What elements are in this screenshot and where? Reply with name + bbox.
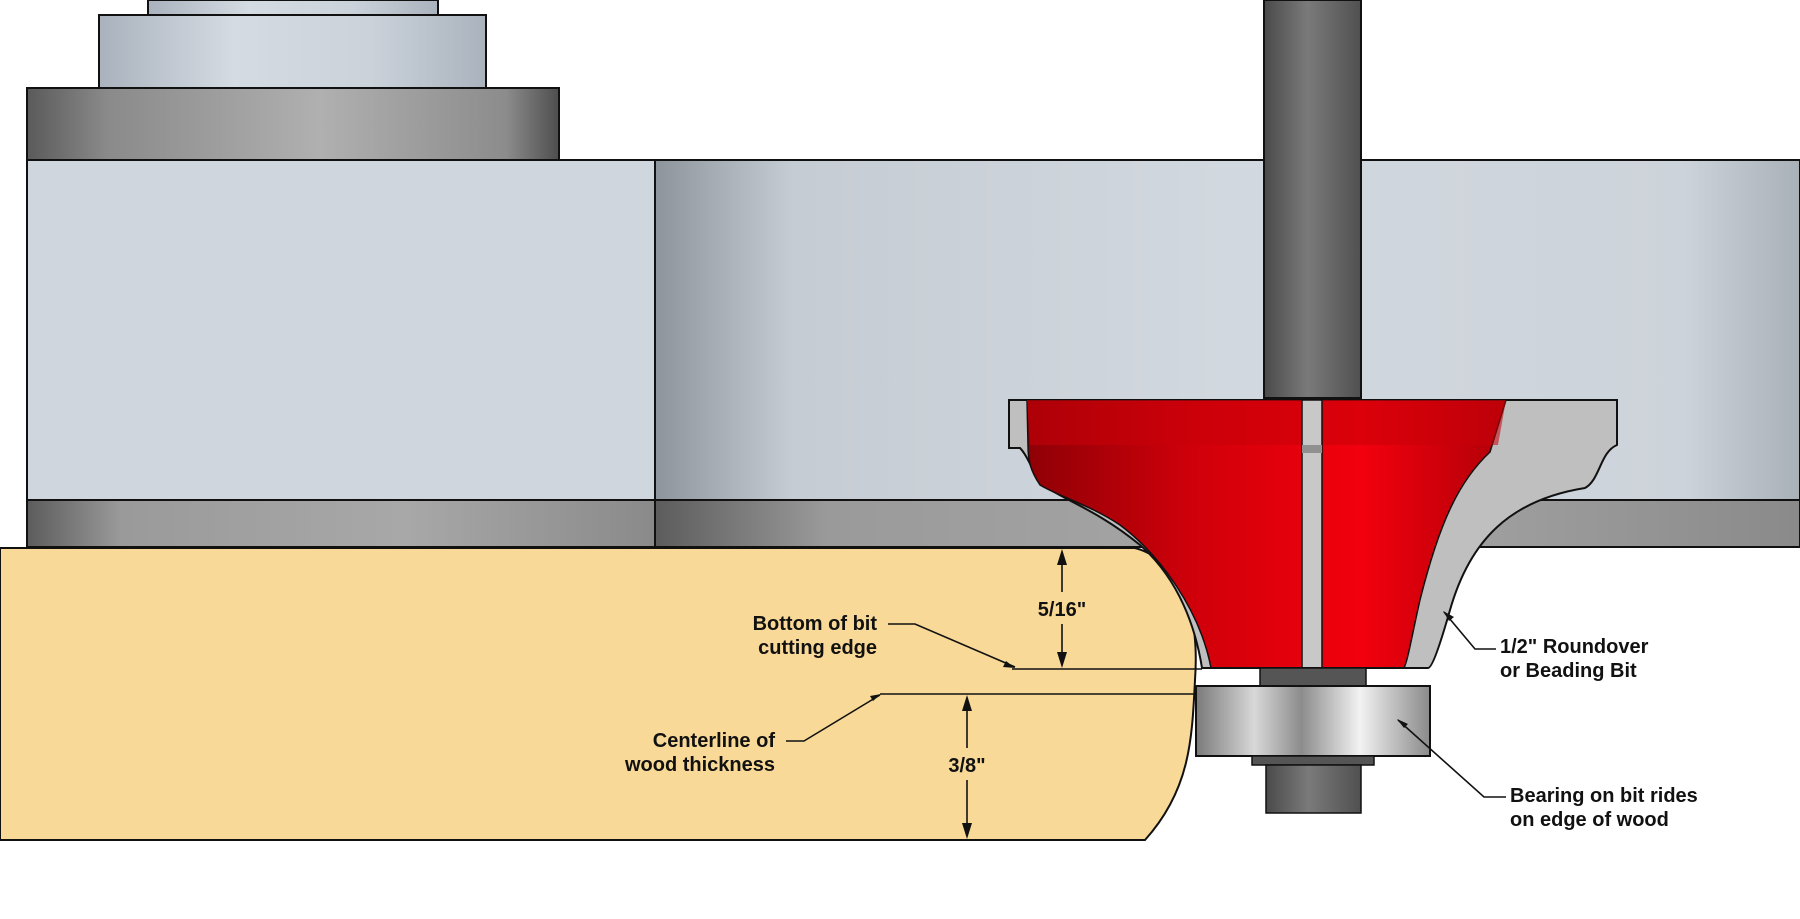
dimension-lower: 3/8": [940, 695, 994, 839]
label-centerline: Centerline of wood thickness: [624, 730, 775, 776]
label-bearing-line2: on edge of wood: [1510, 809, 1669, 831]
label-bottom-of-bit-line1: Bottom of bit: [753, 613, 878, 635]
label-bearing-line1: Bearing on bit rides: [1510, 785, 1698, 807]
leader-lines: [786, 611, 1506, 798]
bit-shank: [1263, 0, 1362, 399]
dimension-upper: 5/16": [1030, 549, 1094, 668]
label-bit-name-line2: or Beading Bit: [1500, 660, 1637, 682]
label-bottom-of-bit-line2: cutting edge: [758, 637, 877, 659]
dimension-upper-label: 5/16": [1038, 599, 1086, 621]
label-bit-name: 1/2" Roundover or Beading Bit: [1500, 636, 1649, 682]
label-centerline-line2: wood thickness: [624, 754, 775, 776]
reference-lines: [880, 668, 1202, 695]
router-collar: [98, 0, 487, 89]
label-bearing: Bearing on bit rides on edge of wood: [1510, 785, 1698, 831]
dimension-lower-label: 3/8": [948, 755, 985, 777]
label-bottom-of-bit: Bottom of bit cutting edge: [753, 613, 878, 659]
label-centerline-line1: Centerline of: [653, 730, 776, 752]
label-bit-name-line1: 1/2" Roundover: [1500, 636, 1649, 658]
router-nut: [26, 87, 560, 161]
router-bit: [1008, 399, 1618, 669]
bearing: [1195, 667, 1431, 814]
